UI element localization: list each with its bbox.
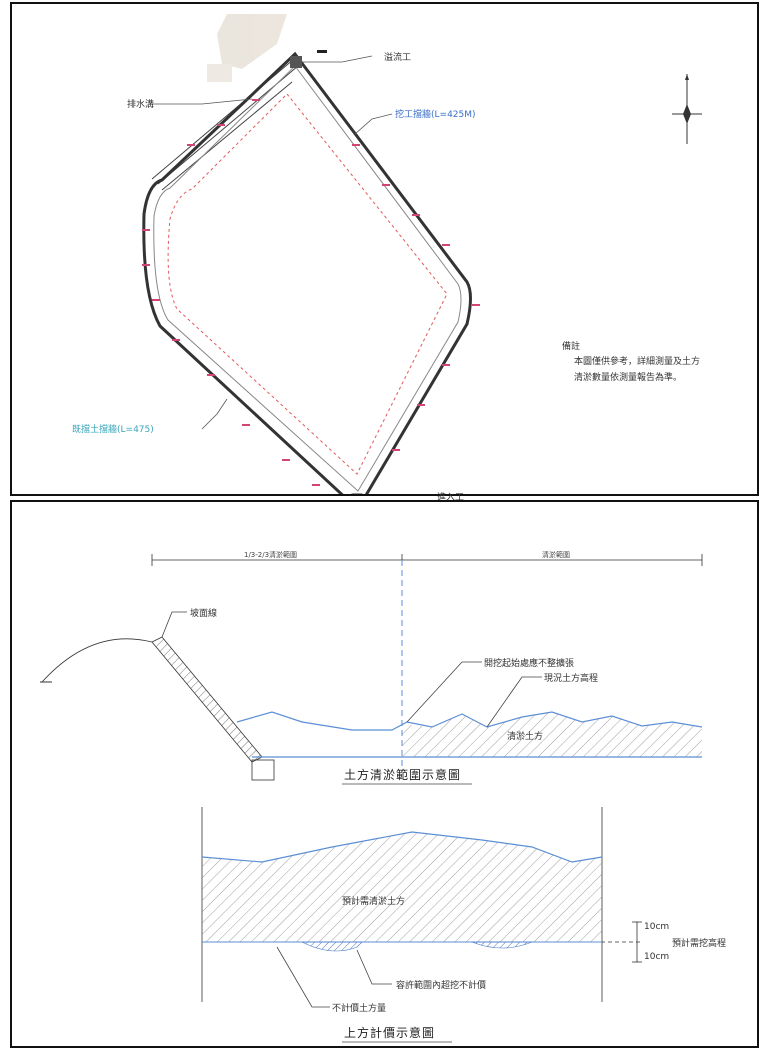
north-arrow-icon	[672, 74, 702, 144]
tolerance-label: 容許範圍內超挖不計價	[396, 981, 487, 991]
dim-left-label: 1/3-2/3清淤範圍	[244, 551, 298, 559]
reservoir-inner-wall	[153, 65, 462, 492]
intake-label: 進入工	[437, 493, 465, 503]
section-title-2: 上方計價示意圖	[344, 1026, 436, 1040]
section-diagrams-panel: 1/3-2/3清淤範圍 清淤範圍 坡面線 開挖起始處應不整擴張 現況土方高程 清…	[10, 500, 759, 1048]
dimension-line	[151, 554, 703, 566]
note-line-2: 清淤數量依測量報告為準。	[574, 373, 683, 383]
overflow-structure	[290, 56, 302, 68]
note-title: 備註	[562, 342, 581, 352]
dim-right-label: 清淤範圍	[542, 551, 570, 559]
planned-soil-area	[202, 832, 602, 942]
drain-label: 排水溝	[127, 100, 155, 110]
section-title-1: 土方清淤範圍示意圖	[344, 768, 462, 782]
start-label: 開挖起始處應不整擴張	[484, 659, 575, 669]
design-elevation-label: 預計需挖高程	[672, 939, 727, 949]
slope-wall	[151, 636, 263, 763]
section-drawing	[40, 554, 703, 1043]
planned-soil-label: 預計需清淤土方	[342, 897, 406, 907]
cleared-soil-area	[402, 712, 702, 757]
note-line-1: 本圖僅供參考，詳細測量及土方	[574, 357, 701, 367]
tolerance-plus-label: 10cm	[644, 922, 670, 932]
not-paid-label: 不計價土方量	[332, 1004, 387, 1014]
slope-label: 坡面線	[190, 609, 218, 619]
reservoir-outer-wall	[142, 51, 472, 494]
station-ticks	[142, 99, 480, 486]
present-level-label: 現況土方高程	[544, 674, 599, 684]
overflow-label: 溢流工	[384, 53, 412, 63]
east-wall-label: 挖工擋牆(L=425M)	[395, 110, 476, 120]
cleared-soil-label: 清淤土方	[507, 732, 544, 742]
site-plan-drawing	[142, 14, 702, 494]
dredge-boundary-dashed	[167, 93, 448, 475]
tolerance-minus-label: 10cm	[644, 952, 670, 962]
building-footprint	[207, 14, 287, 82]
west-wall-label: 既擋土擋牆(L=475)	[72, 425, 154, 435]
site-plan-panel: 溢流工 排水溝 挖工擋牆(L=425M) 既擋土擋牆(L=475) 進入工 備註…	[10, 2, 759, 503]
over-excavation-area	[301, 941, 363, 952]
